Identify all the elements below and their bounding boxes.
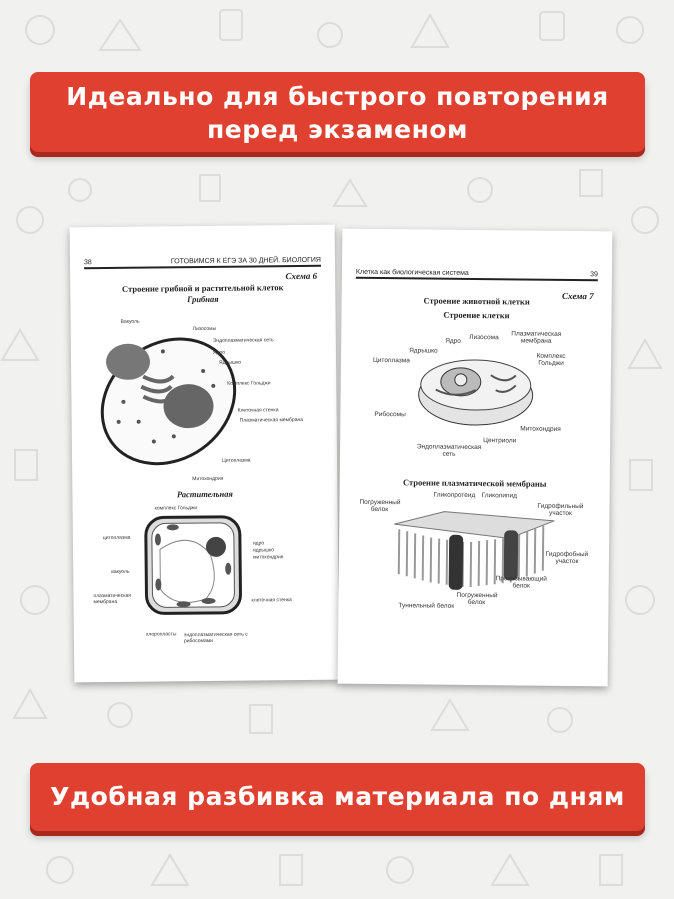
- label: Эндоплазматическая сеть: [212, 337, 274, 344]
- right-page-header: Клетка как биологическая система 39: [355, 268, 598, 282]
- label: Цитоплазма: [372, 356, 410, 365]
- label: Плазматическая мембрана: [239, 416, 304, 424]
- membrane-diagram: [394, 511, 555, 590]
- left-page: 38 ГОТОВИМСЯ К ЕГЭ ЗА 30 ДНЕЙ. БИОЛОГИЯ …: [69, 224, 340, 683]
- label: плазматическая мембрана: [93, 592, 132, 606]
- running-header: ГОТОВИМСЯ К ЕГЭ ЗА 30 ДНЕЙ. БИОЛОГИЯ: [170, 256, 322, 266]
- label: клеточная стенка: [251, 597, 292, 604]
- membrane-title: Строение плазматической мембраны: [402, 477, 547, 489]
- right-page: Клетка как биологическая система 39 Схем…: [337, 228, 613, 687]
- label: Погруженный белок: [359, 498, 401, 514]
- top-banner-line1: Идеально для быстрого повторения: [66, 82, 609, 111]
- label: Лизосома: [469, 333, 499, 342]
- left-page-header: 38 ГОТОВИМСЯ К ЕГЭ ЗА 30 ДНЕЙ. БИОЛОГИЯ: [83, 256, 322, 270]
- label: Клеточная стенка: [237, 407, 279, 414]
- label: Ядро: [212, 349, 226, 356]
- label: Митохондрия: [192, 475, 224, 483]
- label: Цитоплазма: [222, 457, 251, 464]
- plant-cell-diagram: [144, 515, 242, 615]
- label: ядрышко: [252, 547, 275, 554]
- label: Вакуоль: [120, 318, 140, 325]
- plant-subtitle: Растительная: [176, 488, 233, 500]
- page-subtitle: Строение клетки: [443, 309, 510, 321]
- label: Погруженный белок: [456, 591, 498, 607]
- label: Гидрофобный участок: [545, 550, 589, 566]
- animal-cell-diagram: [418, 359, 534, 426]
- label: Гидрофильный участок: [537, 502, 584, 518]
- label: вакуоль: [111, 568, 130, 575]
- label: Ядрышко: [409, 347, 438, 355]
- label: эндоплазматическая сеть с рибосомами: [183, 631, 248, 645]
- label: Эндоплазматическая сеть: [416, 443, 482, 458]
- label: цитоплазма: [102, 534, 131, 542]
- top-banner-line2: перед экзаменом: [207, 115, 468, 144]
- label: Плазматическая мембрана: [511, 330, 562, 345]
- label: Пронизывающий белок: [495, 575, 547, 590]
- label: Митохондрия: [520, 425, 561, 433]
- label: Гликолипид: [481, 492, 517, 500]
- label: Ядро: [445, 337, 461, 345]
- label: Лизосомы: [192, 325, 217, 333]
- page-title: Строение животной клетки: [423, 295, 530, 307]
- label: Комплекс Гольджи: [536, 352, 566, 367]
- label: комплекс Гольджи: [154, 505, 198, 512]
- label: хлоропласты: [145, 631, 177, 638]
- fungal-cell-diagram: [100, 337, 237, 466]
- top-banner: Идеально для быстрого повторения перед э…: [30, 72, 645, 152]
- label: Комплекс Гольджи: [227, 380, 271, 387]
- label: Центриоли: [483, 437, 517, 445]
- label: Гликопротеид: [433, 491, 476, 500]
- label: митохондрия: [253, 554, 284, 561]
- bottom-banner-text: Удобная разбивка материала по дням: [50, 782, 625, 811]
- label: ядро: [252, 540, 265, 547]
- schema-label: Схема 6: [285, 270, 318, 282]
- page-number: 39: [590, 271, 598, 279]
- fungal-subtitle: Грибная: [187, 293, 219, 305]
- label: Туннельный белок: [398, 602, 455, 610]
- label: Ядрышко: [219, 359, 242, 366]
- bottom-banner: Удобная разбивка материала по дням: [30, 763, 645, 831]
- page-number: 38: [83, 259, 92, 267]
- label: Рибосомы: [374, 410, 406, 419]
- running-header: Клетка как биологическая система: [355, 268, 469, 277]
